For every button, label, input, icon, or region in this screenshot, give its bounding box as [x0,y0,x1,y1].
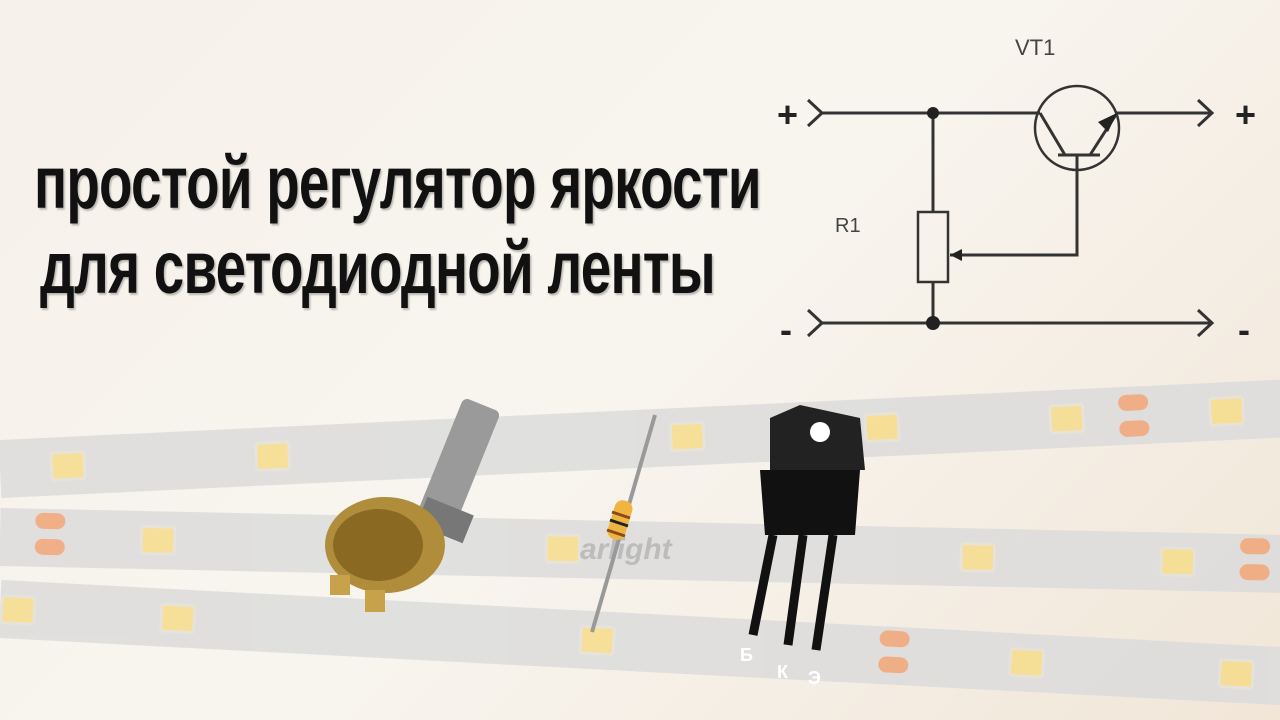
input-plus: + [777,94,798,135]
input-minus: - [780,309,792,350]
transistor-image [748,405,865,651]
strip-watermark: arlight [580,533,672,566]
title-line-1: простой регулятор яркости [34,141,762,224]
transistor-label: VT1 [1015,35,1055,60]
output-plus: + [1235,94,1256,135]
pin-label-collector: К [777,662,788,682]
pin-label-emitter: Э [808,668,821,688]
pin-label-base: Б [740,645,753,665]
resistor-image [590,414,657,633]
circuit-schematic [806,84,1215,338]
output-minus: - [1238,309,1250,350]
resistor-label: R1 [835,215,861,237]
potentiometer-image [325,399,500,612]
title-line-2: для светодиодной ленты [40,226,716,309]
